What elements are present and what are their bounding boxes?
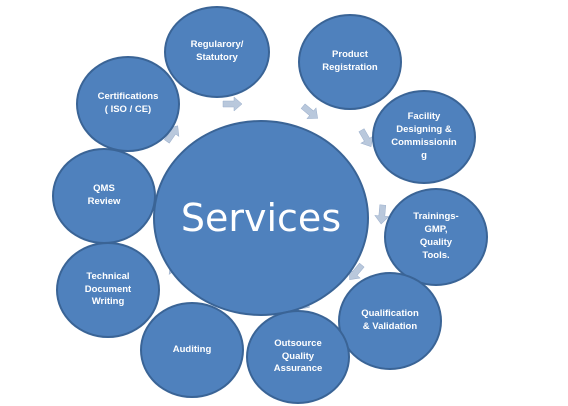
cycle-arrow	[349, 262, 365, 280]
node-regulatory-statutory: Regularory/ Statutory	[164, 6, 270, 98]
hub-label: Services	[180, 196, 342, 240]
node-label: Qualification & Validation	[361, 308, 419, 332]
cycle-arrow	[374, 204, 390, 225]
cycle-arrow	[300, 103, 318, 119]
node-product-registration: Product Registration	[298, 14, 402, 110]
node-certifications: Certifications ( ISO / CE)	[76, 56, 180, 152]
node-label: Auditing	[172, 343, 212, 355]
cycle-arrow	[358, 128, 374, 147]
node-label: Certifications ( ISO / CE)	[97, 91, 159, 115]
cycle-arrow	[222, 96, 243, 112]
node-facility-designing: Facility Designing & Commissionin g	[372, 90, 476, 184]
node-label: Product Registration	[322, 49, 378, 73]
hub-circle: Services	[153, 120, 369, 316]
node-label: Outsource Quality Assurance	[273, 337, 323, 375]
node-trainings: Trainings- GMP, Quality Tools.	[384, 188, 488, 286]
node-label: Trainings- GMP, Quality Tools.	[413, 211, 459, 261]
node-outsource-quality-assurance: Outsource Quality Assurance	[246, 310, 350, 404]
node-label: Facility Designing & Commissionin g	[391, 111, 457, 161]
node-label: Technical Document Writing	[84, 270, 132, 308]
node-technical-document-writing: Technical Document Writing	[56, 242, 160, 338]
node-auditing: Auditing	[140, 302, 244, 398]
node-qualification-validation: Qualification & Validation	[338, 272, 442, 370]
node-label: QMS Review	[87, 183, 121, 207]
node-qms-review: QMS Review	[52, 148, 156, 244]
node-label: Regularory/ Statutory	[190, 39, 244, 63]
